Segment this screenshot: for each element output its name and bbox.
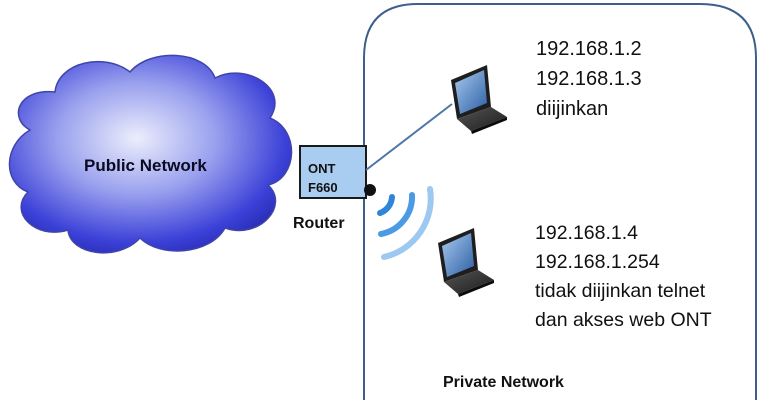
public-network-label: Public Network <box>84 156 207 175</box>
cloud-icon <box>8 54 293 254</box>
host-status-line: diijinkan <box>536 98 609 120</box>
laptop-icon <box>438 228 494 297</box>
allowed-hosts-text: 192.168.1.2 192.168.1.3 diijinkan <box>536 34 642 124</box>
router-model-line2: F660 <box>308 180 338 195</box>
host-ip-line: 192.168.1.2 <box>536 38 642 60</box>
host-status-line: dan akses web ONT <box>535 309 712 331</box>
private-network-label: Private Network <box>443 374 564 391</box>
host-status-line: tidak diijinkan telnet <box>535 280 706 302</box>
host-ip-line: 192.168.1.3 <box>536 68 642 90</box>
antenna-dot <box>364 184 376 196</box>
restricted-hosts-text: 192.168.1.4 192.168.1.254 tidak diijinka… <box>535 219 712 335</box>
laptop-icon <box>451 65 507 134</box>
host-ip-line: 192.168.1.4 <box>535 222 639 244</box>
router-label: Router <box>293 215 345 232</box>
router-to-laptop-link <box>365 103 453 171</box>
host-ip-line: 192.168.1.254 <box>535 251 660 273</box>
wifi-signal-icon <box>377 186 434 260</box>
router-box <box>299 145 367 199</box>
router-model-line1: ONT <box>308 161 336 176</box>
